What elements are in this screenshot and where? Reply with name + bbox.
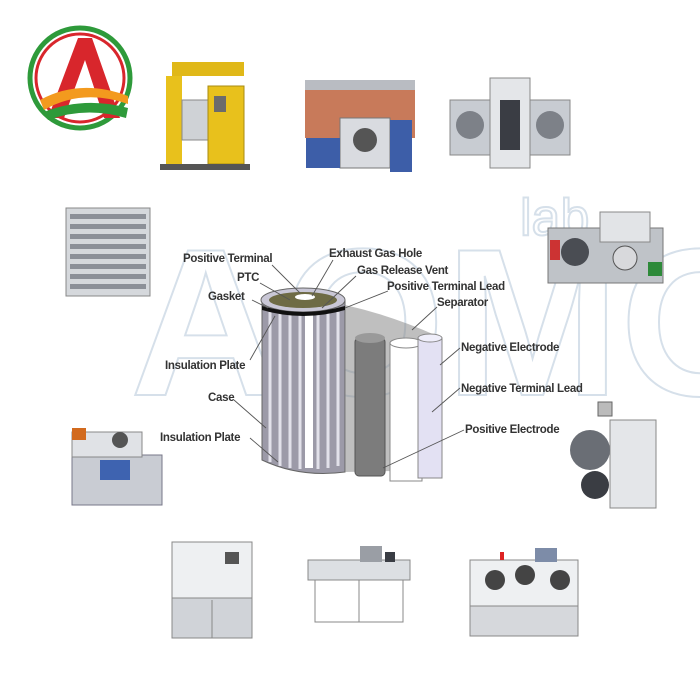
label-ptc: PTC: [237, 272, 259, 284]
label-positive-terminal-lead: Positive Terminal Lead: [387, 281, 505, 293]
label-negative-terminal-lead: Negative Terminal Lead: [461, 383, 583, 395]
sealing-machine: [171, 541, 253, 639]
label-positive-terminal: Positive Terminal: [183, 253, 272, 265]
coating-machine: [305, 80, 415, 172]
label-negative-electrode: Negative Electrode: [461, 342, 559, 354]
leader-lines: [233, 259, 465, 469]
electrode-winding-machine: [469, 548, 579, 637]
company-logo: A: [27, 25, 133, 131]
label-separator: Separator: [437, 297, 489, 309]
cutting-machine: [307, 546, 411, 623]
label-positive-electrode: Positive Electrode: [465, 424, 559, 436]
tab-welding-machine: [71, 428, 163, 506]
cylindrical-cell: [260, 287, 443, 482]
label-gasket: Gasket: [208, 291, 245, 303]
cell-testing-cabinet: [65, 207, 151, 297]
mixing-machine: [160, 62, 250, 170]
label-gas-release-vent: Gas Release Vent: [357, 265, 449, 277]
component-labels: Positive Terminal PTC Gasket Exhaust Gas…: [160, 248, 583, 444]
slitting-machine: [547, 211, 664, 284]
label-exhaust-gas-hole: Exhaust Gas Hole: [329, 248, 422, 260]
winding-machine: [570, 401, 657, 509]
label-case: Case: [208, 392, 234, 404]
label-insulation-plate-top: Insulation Plate: [165, 360, 245, 372]
label-insulation-plate-bottom: Insulation Plate: [160, 432, 240, 444]
rolling-press-machine: [449, 77, 571, 169]
